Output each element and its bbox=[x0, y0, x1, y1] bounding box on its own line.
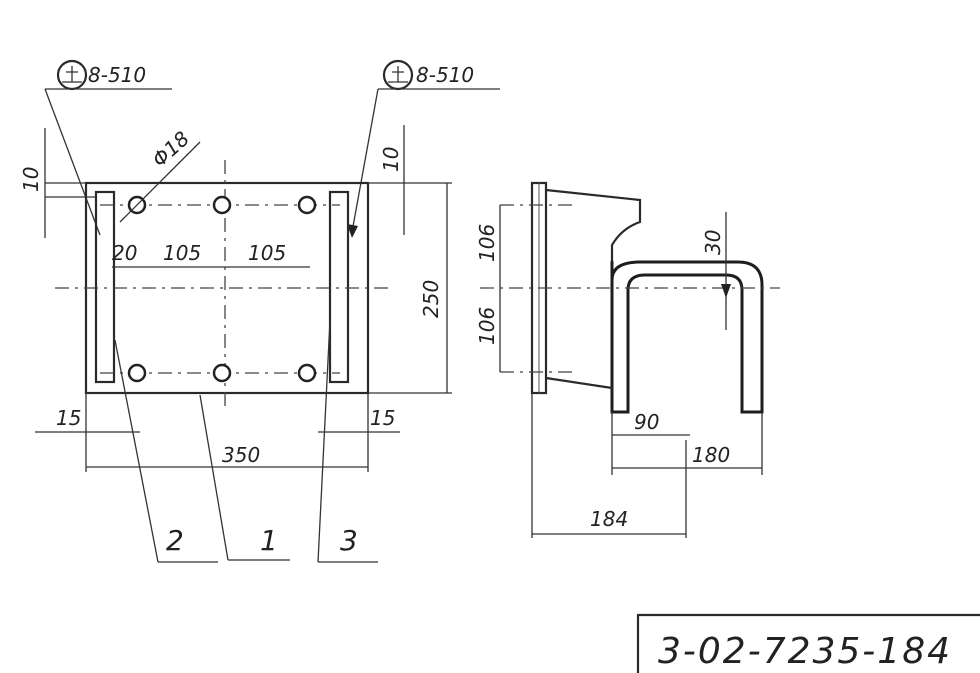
weld-label-left: 8-510 bbox=[88, 63, 146, 87]
weld-leader-arrow bbox=[44, 88, 101, 236]
part-label-1: 1 bbox=[260, 524, 278, 557]
dim-inner: 90 bbox=[634, 410, 659, 434]
part-callouts: 2 1 3 bbox=[114, 319, 378, 563]
dim-lower: 106 bbox=[475, 307, 499, 345]
hole bbox=[212, 195, 232, 215]
arrowhead-icon bbox=[347, 224, 358, 238]
dim-overall: 184 bbox=[590, 507, 628, 531]
dim-upper: 106 bbox=[475, 224, 499, 262]
hole-diameter-label: Φ18 bbox=[147, 126, 194, 171]
bracket-top bbox=[544, 188, 642, 264]
diameter-leader bbox=[119, 141, 201, 223]
callout-leader-3 bbox=[317, 319, 331, 563]
dim-outer: 180 bbox=[692, 443, 730, 467]
side-bar-left bbox=[94, 190, 116, 384]
weld-symbol-left: 8-510 bbox=[44, 59, 172, 236]
arrowhead-icon bbox=[721, 284, 731, 298]
callout-leader-2 bbox=[114, 339, 159, 563]
dim-width: 350 bbox=[222, 443, 260, 467]
dim-spacing-1: 105 bbox=[163, 241, 201, 265]
side-view: 106 106 30 90 180 184 bbox=[475, 181, 780, 538]
hole bbox=[212, 363, 232, 383]
side-bar-right bbox=[328, 190, 350, 384]
hole bbox=[297, 195, 317, 215]
front-view: Φ18 10 10 20 105 105 250 15 15 350 bbox=[19, 125, 452, 472]
part-label-2: 2 bbox=[166, 524, 184, 557]
dim-spacing-2: 105 bbox=[248, 241, 286, 265]
weld-label-right: 8-510 bbox=[416, 63, 474, 87]
weld-mark-icon bbox=[62, 66, 82, 83]
weld-symbol-right: 8-510 bbox=[347, 59, 500, 238]
u-clamp bbox=[610, 260, 764, 414]
hole bbox=[297, 363, 317, 383]
hole bbox=[127, 363, 147, 383]
dim-height: 250 bbox=[419, 280, 443, 318]
dim-side-right: 15 bbox=[370, 406, 395, 430]
dim-side-left: 15 bbox=[56, 406, 81, 430]
title-block: 3-02-7235-184 bbox=[636, 613, 980, 673]
dim-clamp-top: 30 bbox=[701, 230, 725, 255]
callout-leader-1 bbox=[199, 394, 229, 561]
weld-leader-arrow bbox=[351, 88, 379, 233]
dim-top-left: 10 bbox=[19, 167, 43, 192]
dim-top-right: 10 bbox=[379, 147, 403, 172]
weld-mark-icon bbox=[388, 66, 408, 83]
dim-edge-gap: 20 bbox=[112, 241, 137, 265]
drawing-code: 3-02-7235-184 bbox=[658, 631, 952, 672]
bracket-bottom bbox=[544, 376, 614, 390]
part-label-3: 3 bbox=[340, 524, 358, 557]
